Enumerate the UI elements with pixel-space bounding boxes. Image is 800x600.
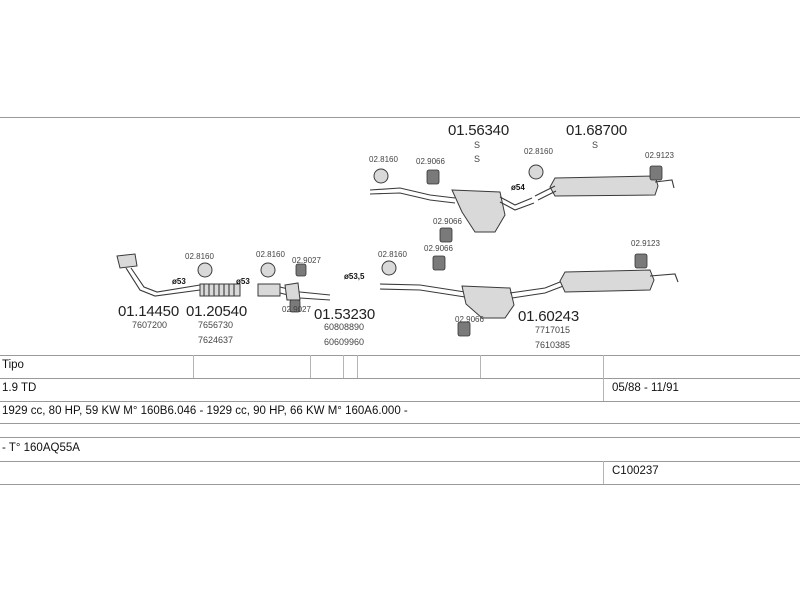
clamp-icon xyxy=(373,168,389,184)
part-ref: 7610385 xyxy=(535,340,571,350)
part-ref: 7656730 xyxy=(198,320,234,330)
part-ref: S xyxy=(474,140,481,150)
details-cell: 1929 cc, 80 HP, 59 KW M° 160B6.046 - 192… xyxy=(2,405,408,417)
part-ref: S xyxy=(592,140,599,150)
clamp-icon xyxy=(260,262,276,278)
reference-cell: C100237 xyxy=(612,465,659,477)
clamp-icon xyxy=(528,164,544,180)
accessory-label: 02.9123 xyxy=(645,151,674,160)
diameter-marker: ø53,5 xyxy=(344,272,365,281)
part-ref: 60808890 xyxy=(324,322,365,332)
rubber-mount-icon xyxy=(432,255,446,271)
rubber-mount-icon xyxy=(439,227,453,243)
part-code: 01.53230 xyxy=(314,306,375,323)
details-cell-2: - T° 160AQ55A xyxy=(2,442,80,454)
part-code: 01.60243 xyxy=(518,308,579,325)
lower-assembly xyxy=(116,253,679,337)
rubber-mount-icon xyxy=(634,253,648,269)
part-ref: 7717015 xyxy=(535,325,571,335)
rubber-mount-icon xyxy=(649,165,663,181)
accessory-label: 02.9123 xyxy=(631,239,660,248)
accessory-label: 02.8160 xyxy=(256,250,285,259)
part-code: 01.20540 xyxy=(186,303,247,320)
engine-cell: 1.9 TD xyxy=(2,382,37,394)
period-cell: 05/88 - 11/91 xyxy=(612,382,679,394)
part-ref: 7607200 xyxy=(132,320,168,330)
exhaust-drawing xyxy=(116,164,679,337)
accessory-label: 02.8160 xyxy=(185,252,214,261)
diameter-marker: ø53 xyxy=(236,277,250,286)
centre-silencer-lower xyxy=(461,285,515,319)
front-flange xyxy=(116,253,138,269)
rubber-mount-icon xyxy=(289,299,301,313)
diameter-marker: ø53 xyxy=(172,277,186,286)
centre-silencer-upper xyxy=(451,189,506,233)
accessory-label: 02.9066 xyxy=(416,157,445,166)
rubber-mount-icon xyxy=(457,321,471,337)
diameter-marker: ø54 xyxy=(511,183,525,192)
flex-pipe xyxy=(199,283,241,297)
part-code: 01.68700 xyxy=(566,122,627,139)
clamp-icon xyxy=(197,262,213,278)
accessory-label: 02.9066 xyxy=(424,244,453,253)
clamp-icon xyxy=(381,260,397,276)
part-code: 01.14450 xyxy=(118,303,179,320)
model-cell: Tipo xyxy=(2,359,24,371)
accessory-label: 02.9027 xyxy=(282,305,311,314)
accessory-label: 02.9066 xyxy=(433,217,462,226)
part-ref: 7624637 xyxy=(198,335,234,345)
rear-silencer-lower xyxy=(559,269,655,293)
accessory-label: 02.8160 xyxy=(369,155,398,164)
accessory-label: 02.9027 xyxy=(292,256,321,265)
part-code: 01.56340 xyxy=(448,122,509,139)
rear-silencer-upper xyxy=(549,175,659,197)
accessory-label: 02.8160 xyxy=(524,147,553,156)
part-ref: S xyxy=(474,154,481,164)
accessory-label: 02.9066 xyxy=(455,315,484,324)
intermediate-pipe xyxy=(257,283,281,297)
part-ref: 60609960 xyxy=(324,337,365,347)
rubber-mount-icon xyxy=(295,263,307,277)
upper-assembly xyxy=(369,164,675,243)
accessory-label: 02.8160 xyxy=(378,250,407,259)
top-rule xyxy=(0,117,800,118)
rubber-mount-icon xyxy=(426,169,440,185)
